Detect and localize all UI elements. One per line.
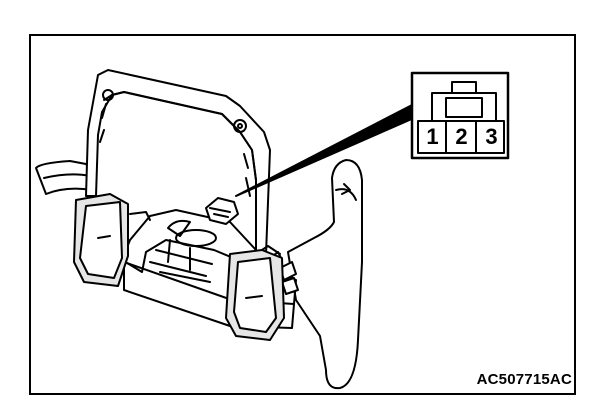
harness-connector [205, 197, 239, 225]
figure-id-label: AC507715AC [476, 371, 572, 388]
connector-pin-2: 2 [455, 124, 468, 149]
connector-face-callout [410, 71, 510, 160]
switch-pad-left [73, 193, 151, 287]
connector-pin-1: 1 [426, 124, 439, 149]
switch-pad-right [225, 245, 285, 341]
connector-pin-3: 3 [485, 124, 498, 149]
switch-bezel-frame [85, 69, 271, 255]
paddle-shifter-right [287, 159, 363, 390]
